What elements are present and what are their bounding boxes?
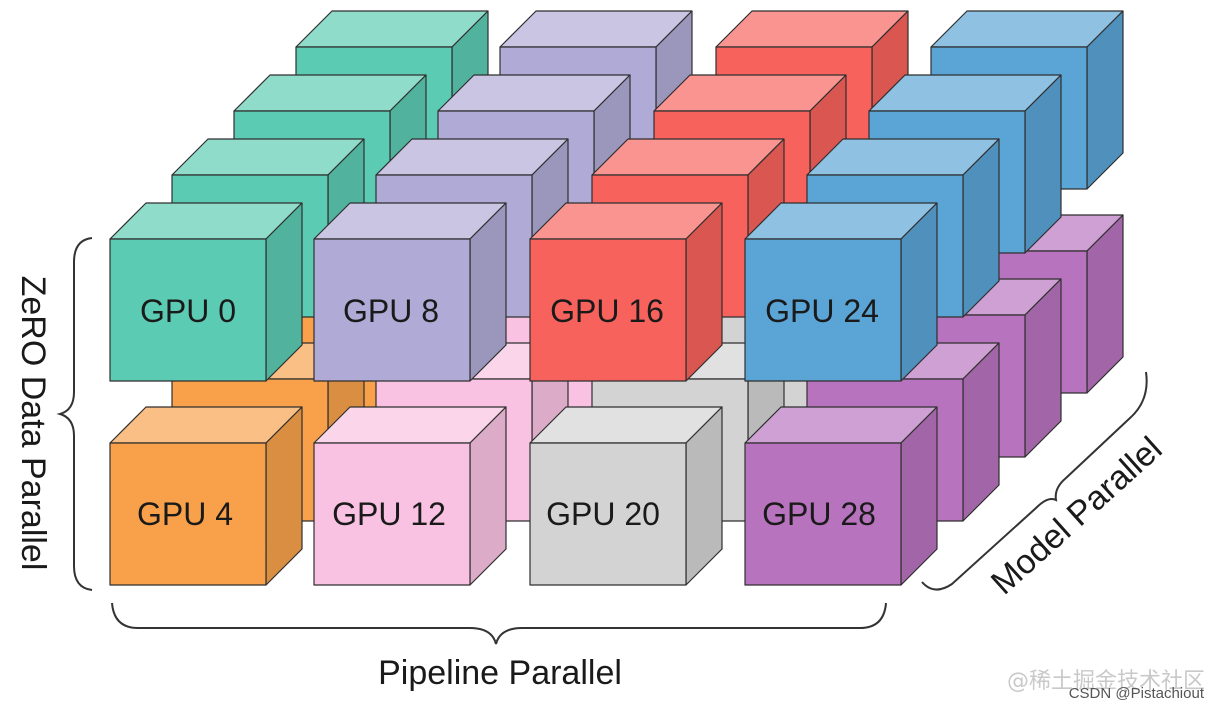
cube-r0-c0-d0-front bbox=[109, 238, 267, 382]
gpu-4-label: GPU 4 bbox=[137, 496, 233, 532]
cube-r0-c3-d0-front bbox=[744, 238, 902, 382]
watermark-juejin: @稀土掘金技术社区 bbox=[1007, 669, 1205, 694]
cube-grid bbox=[109, 10, 1124, 586]
cube-r1-c1-d0-front bbox=[313, 442, 471, 586]
cube-r0-c1-d0-front bbox=[313, 238, 471, 382]
cube-r1-c0-d0-front bbox=[109, 442, 267, 586]
data-parallel-brace bbox=[56, 237, 93, 591]
watermark-csdn: CSDN @Pistachiout bbox=[1069, 685, 1205, 702]
gpu-28-label: GPU 28 bbox=[762, 496, 876, 532]
gpu-24-label: GPU 24 bbox=[765, 293, 879, 329]
gpu-0-label: GPU 0 bbox=[140, 293, 236, 329]
pipeline-parallel-brace bbox=[111, 602, 887, 645]
cube-r1-c3-d0-front bbox=[744, 442, 902, 586]
gpu-16-label: GPU 16 bbox=[550, 293, 664, 329]
gpu-20-label: GPU 20 bbox=[546, 496, 660, 532]
gpu-8-label: GPU 8 bbox=[343, 293, 439, 329]
gpu-12-label: GPU 12 bbox=[332, 496, 446, 532]
pipeline-parallel-label: Pipeline Parallel bbox=[378, 654, 622, 692]
cube-r0-c2-d0-front bbox=[529, 238, 687, 382]
cube-r1-c2-d0-front bbox=[529, 442, 687, 586]
data-parallel-label: ZeRO Data Parallel bbox=[14, 276, 52, 571]
model-parallel-brace bbox=[921, 371, 1148, 591]
